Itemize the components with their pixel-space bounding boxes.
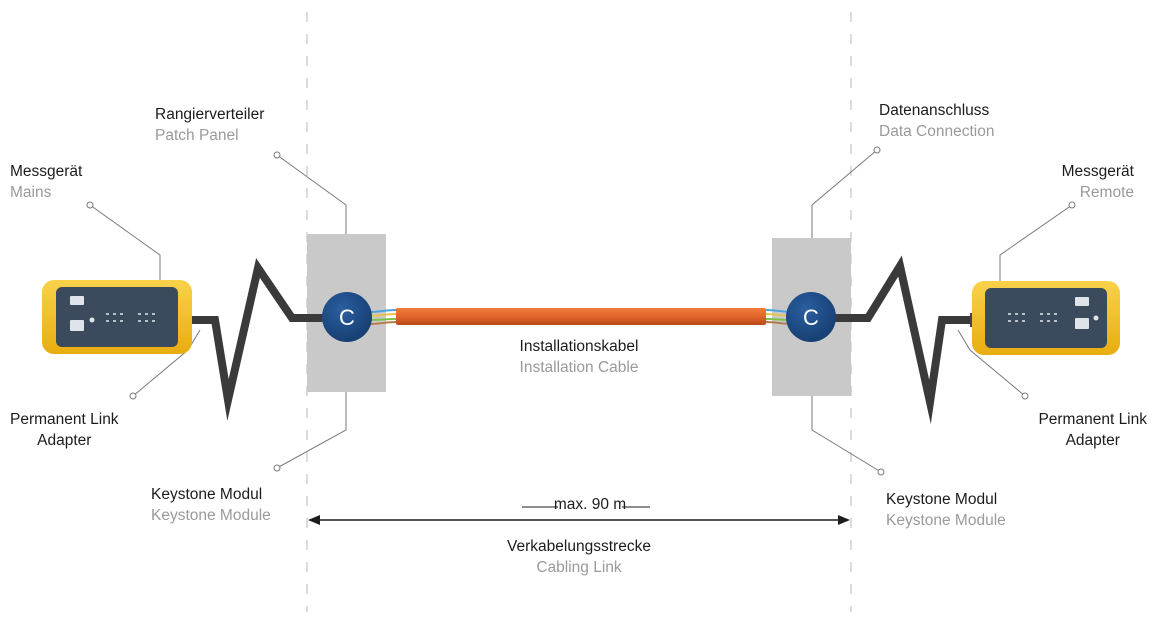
keystone-left-label-en: Keystone Module [151,507,271,524]
cabling-link-label-en: Cabling Link [536,559,622,576]
installation-cable [367,308,795,325]
patch-panel-label-en: Patch Panel [155,127,239,144]
keystone-left-label: Keystone Modul Keystone Module [151,484,271,526]
cabling-link-dimension [308,506,850,525]
pl-adapter-right-line1: Permanent Link [1038,411,1147,428]
connector-left: C [322,292,372,342]
tester-main-label-de: Messgerät [10,163,83,180]
data-connection-label: Datenanschluss Data Connection [879,100,994,142]
tester-main-label-en: Mains [10,184,52,201]
patch-panel-label: Rangierverteiler Patch Panel [155,104,264,146]
max-length-text: max. 90 m [553,496,627,513]
tester-main-label: Messgerät Mains [10,161,82,203]
tester-remote-label-en: Remote [1079,184,1134,201]
tester-remote-device [970,281,1120,355]
keystone-right-label-de: Keystone Modul [886,491,998,508]
tester-remote-label: Messgerät Remote [1062,161,1134,203]
pl-adapter-left-line1: Permanent Link [10,411,119,428]
pl-adapter-right-line2: Adapter [1065,432,1120,449]
pl-adapter-left-line2: Adapter [37,432,92,449]
pl-adapter-right-label: Permanent Link Adapter [1038,409,1147,451]
keystone-left-label-de: Keystone Modul [151,486,263,503]
patch-cord-right [830,255,975,425]
max-length-label: max. 90 m [540,494,640,515]
connector-left-letter: C [339,305,355,330]
install-cable-label-en: Installation Cable [519,359,639,376]
leader-lines [89,149,1073,473]
connector-right-letter: C [803,305,819,330]
data-connection-label-en: Data Connection [879,123,995,140]
patch-cord-left [185,258,330,421]
cabling-link-label-de: Verkabelungsstrecke [507,538,651,555]
patch-panel-label-de: Rangierverteiler [155,106,265,123]
install-cable-label-de: Installationskabel [519,338,639,355]
keystone-right-label-en: Keystone Module [886,512,1006,529]
pl-adapter-left-label: Permanent Link Adapter [10,409,119,451]
keystone-right-label: Keystone Modul Keystone Module [886,489,1006,531]
tester-main-device [42,280,192,354]
cabling-link-label: Verkabelungsstrecke Cabling Link [479,536,679,578]
install-cable-label: Installationskabel Installation Cable [479,336,679,378]
data-connection-label-de: Datenanschluss [879,102,990,119]
tester-remote-label-de: Messgerät [1061,163,1134,180]
leader-dots [86,146,1076,476]
connector-right: C [786,292,836,342]
